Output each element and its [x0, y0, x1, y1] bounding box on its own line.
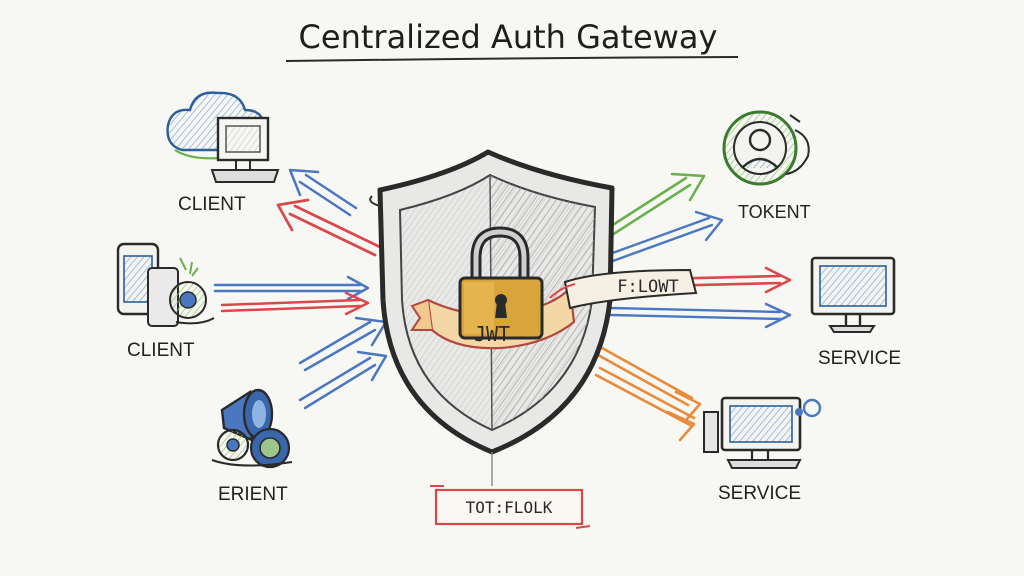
arrow-client-bottom-blue — [298, 316, 388, 410]
label-client-top: CLIENT — [178, 194, 246, 215]
arrow-client-top-red — [276, 198, 382, 257]
label-service-bottom: SERVICE — [718, 483, 801, 504]
title-underline — [285, 56, 739, 62]
label-service-mid: SERVICE — [818, 348, 901, 369]
ribbon-text: JWT — [474, 322, 510, 346]
mobile-devices-icon — [116, 242, 215, 327]
cloud-monitor-icon — [166, 91, 280, 183]
arrow-client-mid-red — [220, 291, 370, 316]
arrow-service-bottom-orange — [594, 346, 702, 442]
flow-tag — [549, 268, 698, 310]
padlock-icon — [458, 226, 544, 340]
arrow-service-mid-blue — [608, 302, 792, 329]
title-text: Centralized Auth Gateway — [299, 18, 718, 56]
bottom-tag-text: TOT:FLOLK — [466, 498, 553, 517]
monitor-icon — [810, 256, 896, 333]
flow-tag-text: F:LOWT — [617, 277, 678, 297]
user-avatar-icon — [722, 110, 810, 186]
bottom-tag — [430, 452, 591, 529]
label-client-bottom: ERIENT — [218, 484, 288, 505]
arrow-token-blue — [605, 210, 724, 264]
label-client-mid: CLIENT — [127, 340, 195, 361]
arrow-client-mid-blue — [213, 275, 370, 301]
arrow-token-green — [606, 172, 706, 237]
label-token: TOKENT — [738, 202, 811, 222]
megaphone-icon — [211, 388, 293, 469]
arrow-client-top-blue — [288, 168, 358, 217]
desktop-computer-icon — [703, 396, 822, 469]
